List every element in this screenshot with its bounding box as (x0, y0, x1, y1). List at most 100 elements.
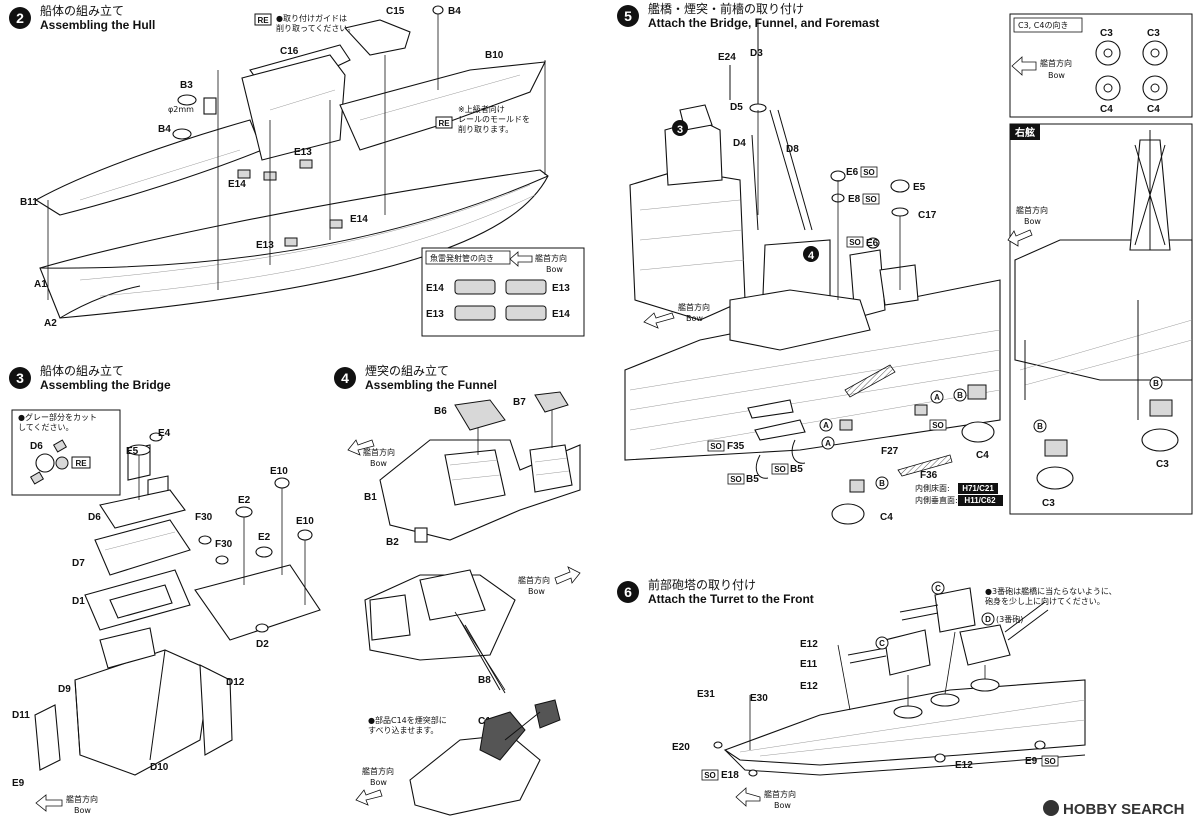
bow-arrow-step6: 艦首方向 Bow (735, 787, 796, 810)
part-f30-a (198, 535, 212, 545)
starboard-circle-b1: B (1033, 419, 1047, 433)
step-4-funnel: 4 煙突の組み立て Assembling the Funnel B6 B7 B1… (334, 363, 581, 816)
label-d7: D7 (72, 558, 85, 569)
label-b5-a: B5 (746, 474, 759, 485)
part-e13-b (284, 237, 298, 247)
svg-text:3: 3 (677, 124, 683, 136)
svg-text:SO: SO (774, 465, 786, 474)
svg-text:SO: SO (710, 442, 722, 451)
circle-d: D (981, 612, 995, 626)
step-2-number: 2 (16, 10, 24, 26)
label-e20: E20 (672, 742, 690, 753)
label-a2: A2 (44, 318, 57, 329)
watermark: HOBBY SEARCH (1043, 800, 1184, 818)
svg-text:●グレー部分をカット してください。: ●グレー部分をカット してください。 (18, 412, 100, 432)
step-2-title-en: Assembling the Hull (40, 18, 155, 32)
label-e11: E11 (800, 659, 818, 670)
step-4-header: 4 煙突の組み立て Assembling the Funnel (334, 363, 497, 392)
label-f30-b: F30 (215, 539, 233, 550)
part-e2-a (235, 506, 253, 518)
svg-text:A: A (823, 421, 829, 430)
label-e14-b: E14 (350, 214, 368, 225)
label-b4-top: B4 (448, 6, 461, 17)
bridge-illustration (34, 432, 321, 776)
svg-text:SO: SO (730, 475, 742, 484)
bow-en-step5: Bow (686, 314, 703, 323)
bow-arrow-step3: 艦首方向 Bow (35, 794, 98, 815)
label-b8: B8 (478, 675, 491, 686)
label-e6-a: E6 (846, 167, 859, 178)
step-5-title-en: Attach the Bridge, Funnel, and Foremast (648, 16, 879, 30)
part-e14-b (329, 219, 343, 229)
part-c15 (343, 19, 411, 56)
note-guide-text: ●取り付けガイドは 削り取ってください。 (276, 13, 355, 33)
funnel-lower-illustration (364, 569, 516, 694)
deck-note-line2: 内側垂直面: (915, 495, 958, 505)
label-d11: D11 (12, 710, 30, 721)
svg-text:SO: SO (865, 195, 877, 204)
part-deck-side (194, 564, 321, 641)
bow-arrow-step4-b: 艦首方向 Bow (518, 566, 581, 596)
label-e2-a: E2 (238, 495, 251, 506)
note-rail-text: ※上級者向け レールのモールドを 削り取ります。 (458, 104, 533, 134)
svg-text:C: C (879, 639, 885, 648)
so-badge-b5b: SO (771, 463, 789, 475)
label-f30-a: F30 (195, 512, 213, 523)
svg-text:RE: RE (438, 119, 450, 128)
svg-text:A: A (825, 439, 831, 448)
step-4-number: 4 (341, 370, 349, 386)
svg-text:RE: RE (257, 16, 269, 25)
circle-a-2: A (930, 390, 944, 404)
step-3-header: 3 船体の組み立て Assembling the Bridge (9, 363, 171, 392)
bow-arrow-step5: 艦首方向 Bow (643, 302, 710, 329)
part-d6-platform (99, 489, 186, 529)
part-b7 (534, 391, 569, 413)
label-e5: E5 (126, 446, 139, 457)
svg-text:A: A (934, 393, 940, 402)
bow-en-step6: Bow (774, 801, 791, 810)
orient-label-3: C4 (1147, 104, 1160, 115)
step-3-bridge: 3 船体の組み立て Assembling the Bridge ●グレー部分をカ… (9, 363, 321, 815)
label-b6: B6 (434, 406, 447, 417)
orient-box-bow-en: Bow (1048, 71, 1065, 80)
torpedo-e13-a (505, 279, 547, 295)
watermark-text: HOBBY SEARCH (1063, 801, 1184, 818)
label-a1: A1 (34, 279, 47, 290)
label-c15: C15 (386, 6, 405, 17)
deck-color-note: 内側床面: H71/C21 内側垂直面: H11/C62 (915, 483, 1003, 506)
so-badge-b5a: SO (727, 473, 745, 485)
label-c4-a: C4 (976, 450, 989, 461)
deck-note-code2: H11/C62 (964, 496, 996, 505)
bow-jp-step3: 艦首方向 (66, 794, 98, 804)
label-e24: E24 (718, 52, 736, 63)
part-c4-a (961, 421, 995, 443)
part-f30-b (215, 555, 229, 565)
starboard-c3-a (1036, 466, 1074, 490)
label-f35: F35 (727, 441, 745, 452)
so-badge-a: SO (929, 419, 947, 431)
step-5-title-jp: 艦橋・煙突・前檣の取り付け (648, 1, 804, 16)
svg-text:SO: SO (1044, 757, 1056, 766)
part-e6-b (866, 237, 880, 249)
ref-step-3 (672, 120, 688, 136)
svg-text:B: B (957, 391, 963, 400)
torpedo-label-0: E14 (426, 283, 444, 294)
bow-jp-step4-a: 艦首方向 (363, 447, 395, 457)
bow-jp-step5: 艦首方向 (678, 302, 710, 312)
svg-text:SO: SO (863, 168, 875, 177)
re-badge-step2-b: RE (435, 116, 453, 129)
label-e5: E5 (913, 182, 926, 193)
label-d3: D3 (750, 48, 763, 59)
part-d9 (74, 649, 211, 776)
part-c17 (891, 207, 909, 217)
label-b5-b: B5 (790, 464, 803, 475)
part-e10-b (297, 529, 313, 541)
turret-c-2 (884, 629, 931, 676)
step-3-title-jp: 船体の組み立て (40, 363, 124, 378)
step-2-title-jp: 船体の組み立て (40, 3, 124, 18)
so-badge-e18: SO (701, 769, 719, 781)
part-f36 (897, 454, 953, 477)
part-e13-a (299, 159, 313, 169)
label-d12: D12 (226, 677, 245, 688)
